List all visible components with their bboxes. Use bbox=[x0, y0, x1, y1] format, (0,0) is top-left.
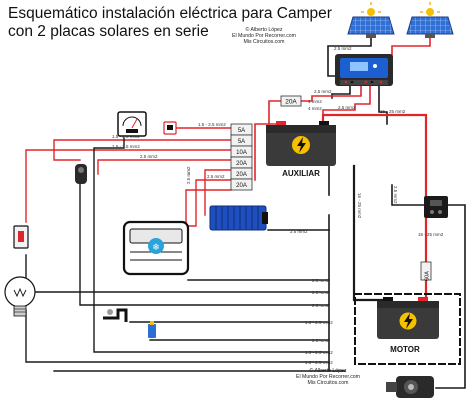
label-solar: 2.5 mm2 bbox=[334, 46, 352, 51]
wire-fuseblock-feed bbox=[254, 123, 270, 181]
label-inverter-h: 2.5 mm2 bbox=[207, 174, 225, 179]
label-gnd-1: 2.5 mm2 bbox=[312, 303, 330, 308]
label-gnd-3: 1.5 - 2.5 mm2 bbox=[305, 350, 333, 355]
label-aux-down: 16 - 25 mm2 bbox=[357, 193, 362, 219]
auxiliary-battery: AUXILIAR bbox=[266, 121, 336, 178]
wire-gnd-socket bbox=[25, 309, 330, 363]
motor-dashed-box bbox=[354, 293, 461, 365]
wire-aux-negative-down bbox=[352, 164, 387, 302]
switch-icon bbox=[13, 225, 29, 249]
title-line-1: Esquemático instalación eléctrica para C… bbox=[8, 5, 332, 22]
title-line-2: con 2 placas solares en serie bbox=[8, 23, 209, 40]
wire-solar-positive bbox=[385, 35, 431, 59]
label-fridge: 2.5 mm2 bbox=[140, 154, 158, 159]
credit-top-line-2: El Mundo Por Recorrer.com bbox=[232, 33, 297, 39]
fuse-3-label: 10A bbox=[236, 150, 247, 156]
wire-usb-pos bbox=[25, 149, 232, 223]
main-fuse-label: 20A bbox=[285, 99, 297, 106]
lightning-icon bbox=[297, 137, 306, 153]
relay-icon bbox=[424, 196, 448, 218]
alternator-icon bbox=[386, 376, 434, 398]
wire-label-group: 2.5 mm2 2.5 mm2 2.5 mm2 4 mm2 4 mm2 16 -… bbox=[112, 46, 444, 365]
label-gnd-5: 1.5 - 2.5 mm2 bbox=[305, 360, 333, 365]
wire-main-fuse bbox=[268, 100, 282, 125]
fuse-5-label: 20A bbox=[236, 172, 247, 178]
wire-relay-control bbox=[391, 184, 427, 206]
inverter-icon bbox=[209, 205, 268, 231]
wire-solar-negative bbox=[327, 35, 372, 77]
voltmeter-icon bbox=[117, 111, 147, 137]
wire-controller-batt-pos bbox=[322, 85, 371, 125]
label-gnd-2: 1.5 - 2.5 mm2 bbox=[305, 320, 333, 325]
motor-fuse: 60A bbox=[420, 261, 432, 281]
label-light: 2.5 mm2 bbox=[312, 278, 330, 283]
aux-battery-label: AUXILIAR bbox=[282, 169, 320, 178]
label-main-1: 4 mm2 bbox=[308, 99, 322, 104]
main-fuse: 20A bbox=[280, 95, 302, 107]
credit-top-line-3: Mis Circuitos.com bbox=[243, 39, 285, 45]
label-main-2: 4 mm2 bbox=[308, 106, 322, 111]
wire-controller-out-pos bbox=[299, 85, 362, 102]
motor-battery: MOTOR bbox=[377, 297, 439, 354]
svg-text:❄: ❄ bbox=[152, 242, 160, 252]
fridge-icon: ❄ bbox=[122, 220, 190, 276]
label-inverter-v: 2.5 mm2 bbox=[186, 166, 191, 184]
label-meter: 1.5 - 2.5 mm2 bbox=[198, 122, 226, 127]
fuse-4-label: 20A bbox=[236, 161, 247, 167]
wire-relay-ground bbox=[435, 204, 466, 389]
lightbulb-icon bbox=[4, 276, 36, 317]
label-controller-2: 2.5 mm2 bbox=[338, 105, 356, 110]
credit-top-line-1: © Alberto López bbox=[245, 27, 283, 33]
fuse-1-label: 5A bbox=[238, 128, 245, 134]
label-usb: 1.5 - 2.5 mm2 bbox=[112, 144, 140, 149]
fuse-2-label: 5A bbox=[238, 139, 245, 145]
credit-bottom-line-3: Mis Circuitos.com bbox=[307, 380, 349, 386]
label-inverter-ground: 2.5 mm2 bbox=[290, 229, 308, 234]
label-relay: 2.5 mm2 bbox=[393, 186, 398, 204]
label-controller-1: 2.5 mm2 bbox=[314, 89, 332, 94]
wire-gnd-usb bbox=[79, 182, 330, 306]
solar-panel-icon bbox=[347, 2, 454, 38]
fuse-6-label: 20A bbox=[236, 183, 247, 189]
water-pump-icon bbox=[103, 308, 156, 338]
label-gnd-4: 2.5 mm2 bbox=[312, 338, 330, 343]
wire-controller-batt-neg bbox=[378, 85, 388, 125]
credit-bottom-line-2: El Mundo Por Recorrer.com bbox=[296, 374, 361, 380]
label-relay-down: 16 - 25 mm2 bbox=[418, 232, 444, 237]
credit-top: © Alberto López El Mundo Por Recorrer.co… bbox=[232, 27, 296, 45]
sun-icon bbox=[361, 2, 440, 22]
socket-icon bbox=[75, 164, 87, 184]
fuse-block: 5A 5A 10A 20A 20A 20A bbox=[230, 123, 253, 191]
usb-icon bbox=[163, 121, 177, 135]
motor-battery-label: MOTOR bbox=[390, 345, 420, 354]
charge-controller-icon bbox=[335, 54, 393, 86]
wire-fridge-pos bbox=[97, 159, 232, 175]
wire-inverter-pos bbox=[182, 179, 232, 227]
wire-gnd-meter bbox=[93, 137, 330, 353]
label-pump: 2.5 mm2 bbox=[312, 290, 330, 295]
wire-aux-to-relay bbox=[321, 113, 428, 198]
wire-light-pos bbox=[204, 169, 232, 216]
diagram-title: Esquemático instalación eléctrica para C… bbox=[8, 5, 332, 41]
label-aux-right: 16 - 25 mm2 bbox=[380, 109, 406, 114]
motor-fuse-label: 60A bbox=[425, 271, 431, 281]
